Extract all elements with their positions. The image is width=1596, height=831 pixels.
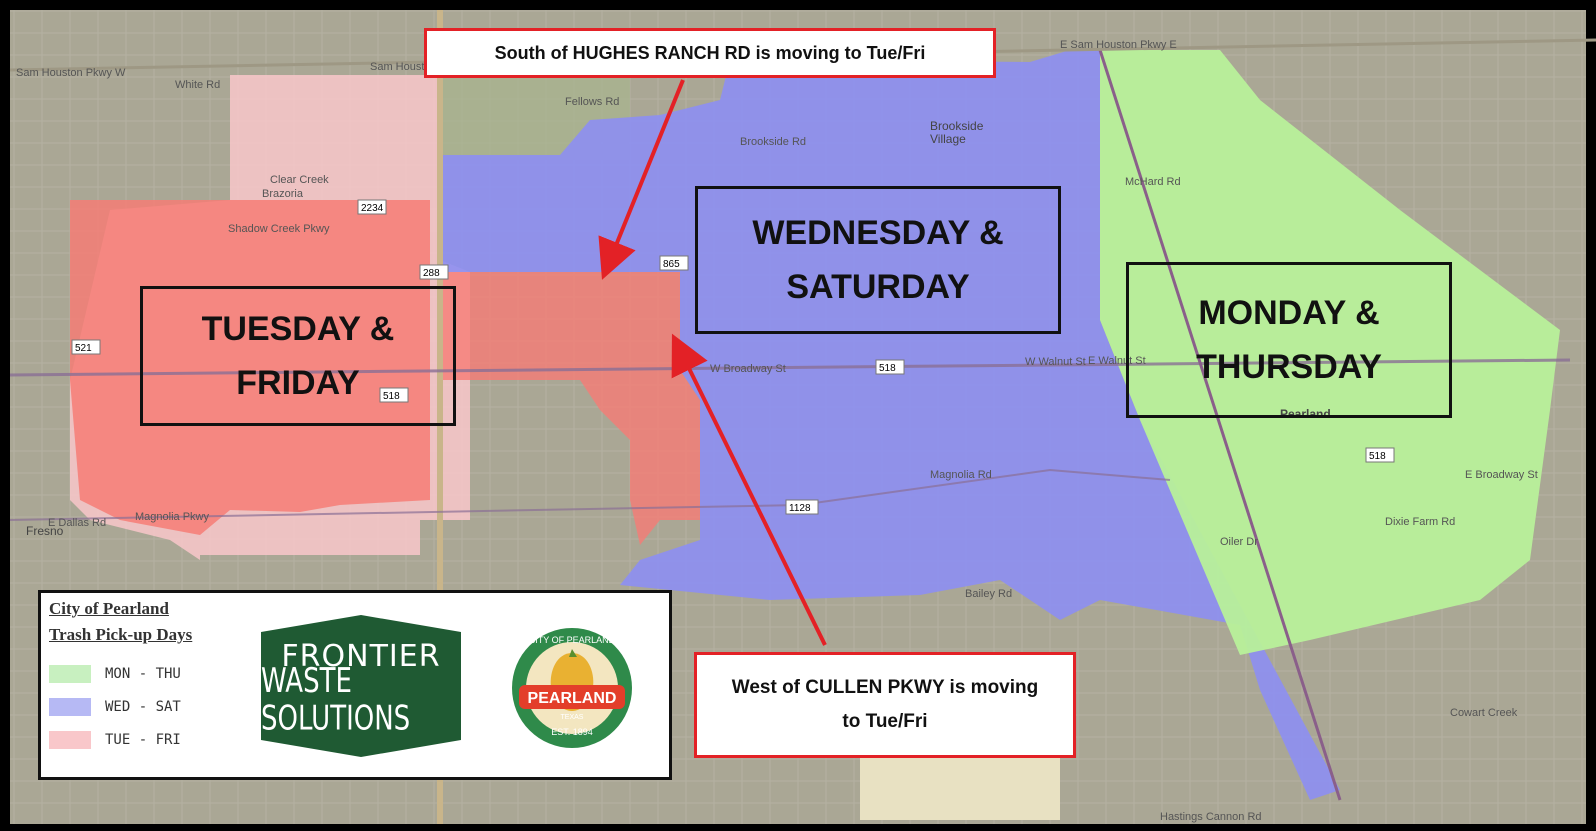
- callout-hughes-ranch: South of HUGHES RANCH RD is moving to Tu…: [424, 28, 996, 78]
- broadway-road: [9, 358, 1571, 377]
- frontier-logo: FRONTIER WASTE SOLUTIONS: [261, 615, 461, 757]
- legend-title-line2: Trash Pick-up Days: [49, 625, 193, 644]
- road-label-cowart: Cowart Creek: [1450, 707, 1518, 719]
- legend: City of Pearland Trash Pick-up Days MON …: [38, 590, 672, 780]
- seal-name-text: PEARLAND: [528, 690, 617, 707]
- road-label-w-broadway: W Broadway St: [710, 363, 786, 375]
- seal-est-text: EST. 1894: [551, 727, 593, 737]
- main-st-road: [1098, 49, 1342, 801]
- legend-label: MON - THU: [105, 666, 181, 682]
- road-label-brazoria: Brazoria: [262, 188, 304, 200]
- shield-text: 865: [663, 259, 680, 270]
- road-label-hastings: Hastings Cannon Rd: [1160, 811, 1262, 823]
- legend-item-wed-sat: WED - SAT: [49, 698, 181, 716]
- pearland-seal-logo: PEARLAND TEXAS EST. 1894 CITY OF PEARLAN…: [512, 628, 632, 748]
- frontier-logo-line1: FRONTIER: [281, 639, 441, 675]
- shield-text: 2234: [361, 203, 384, 214]
- road-label-w-walnut: W Walnut St: [1025, 356, 1086, 368]
- shield-text: 288: [423, 268, 440, 279]
- zone-mon-thu: [1100, 50, 1560, 655]
- legend-swatch-mon-thu: [49, 665, 91, 683]
- road-label-magnolia-pkwy: Magnolia Pkwy: [135, 511, 209, 523]
- road-label-e-walnut: E Walnut St: [1088, 355, 1146, 367]
- seal-state-text: TEXAS: [561, 714, 584, 721]
- legend-label: TUE - FRI: [105, 732, 181, 748]
- zone-label-tue-fri: TUESDAY & FRIDAY: [140, 286, 456, 426]
- road-label-mchard: McHard Rd: [1125, 176, 1181, 188]
- road-label-sam-houston-e: E Sam Houston Pkwy E: [1060, 39, 1177, 51]
- place-label-fresno: Fresno: [26, 524, 64, 538]
- frontier-logo-line2: WASTE SOLUTIONS: [261, 662, 411, 739]
- shield-text: 521: [75, 343, 92, 354]
- arrow-cullen: [671, 333, 827, 646]
- zone-wed-sat: [440, 50, 1340, 800]
- road-label-fellows: Fellows Rd: [565, 96, 619, 108]
- arrow-hughes: [598, 79, 685, 280]
- road-label-magnolia-rd: Magnolia Rd: [930, 469, 992, 481]
- road-label-e-dallas: E Dallas Rd: [48, 517, 106, 529]
- road-label-oiler: Oiler Dr: [1220, 536, 1258, 548]
- zone-label-wed-sat: WEDNESDAY & SATURDAY: [695, 186, 1061, 334]
- road-label-white: White Rd: [175, 79, 220, 91]
- legend-swatch-tue-fri: [49, 731, 91, 749]
- legend-label: WED - SAT: [105, 699, 181, 715]
- road-label-shadow-creek: Shadow Creek Pkwy: [228, 223, 330, 235]
- road-label-clear-creek: Clear Creek: [270, 174, 329, 186]
- magnolia-road: [9, 468, 1171, 521]
- shield-text: 1128: [789, 503, 811, 514]
- legend-title-line1: City of Pearland: [49, 599, 169, 618]
- zone-tue-fri: [70, 200, 430, 535]
- road-label-sam-houston-w: Sam Houston Pkwy W: [16, 67, 126, 79]
- callout-cullen-pkwy: West of CULLEN PKWY is moving to Tue/Fri: [694, 652, 1076, 758]
- shield-text: 518: [383, 391, 400, 402]
- legend-item-mon-thu: MON - THU: [49, 665, 181, 683]
- road-label-brookside: Brookside Rd: [740, 136, 806, 148]
- legend-swatch-wed-sat: [49, 698, 91, 716]
- legend-item-tue-fri: TUE - FRI: [49, 731, 181, 749]
- seal-city-text: CITY OF PEARLAND: [529, 635, 616, 645]
- road-label-e-broadway: E Broadway St: [1465, 469, 1538, 481]
- shield-text: 518: [879, 363, 896, 374]
- road-label-bailey: Bailey Rd: [965, 588, 1012, 600]
- shield-text: 518: [1369, 451, 1386, 462]
- zone-label-mon-thu: MONDAY & THURSDAY: [1126, 262, 1452, 418]
- zone-tue-fri-east: [440, 272, 700, 545]
- highway-shields: 2234 288 865 518 518 521 1128 518: [71, 199, 1395, 515]
- road-label-dixie-farm: Dixie Farm Rd: [1385, 516, 1455, 528]
